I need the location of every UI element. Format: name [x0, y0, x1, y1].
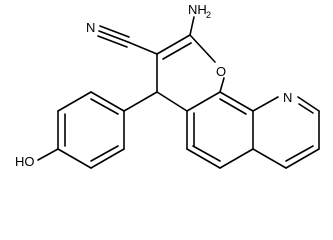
bond-c10a-n1: [252, 96, 279, 112]
bond-ar6-ar1: [90, 91, 125, 112]
bond-c6-c6a: [219, 148, 254, 169]
bond-ar4-oh: [37, 148, 59, 161]
amino-label: NH: [188, 2, 207, 17]
chemical-structure-figure: NH 2 N O N HO: [15, 2, 320, 169]
bond-c2-c3-double: [162, 42, 192, 60]
bond-layer: [37, 16, 320, 169]
hydroxyl-label: HO: [15, 154, 35, 169]
bond-ar5-ar6: [57, 91, 92, 112]
bond-c2-n-amino: [189, 16, 195, 36]
bond-n1-c2p-double: [298, 103, 314, 114]
bond-c4-aryl: [123, 91, 158, 112]
bond-ar2-ar3: [90, 148, 125, 169]
atom-label-layer: NH 2 N O N HO: [15, 2, 292, 169]
molecule-drawing: NH 2 N O N HO: [15, 2, 320, 169]
bond-c4a-c10b: [186, 91, 221, 112]
bond-c4-c4a: [156, 91, 188, 112]
bond-n1-c2p: [297, 96, 320, 112]
bond-c5-c6: [186, 148, 221, 169]
bond-c3-c-nitrile: [127, 41, 158, 55]
bond-c10b-o: [219, 77, 225, 93]
bond-c10a-c10b-double: [219, 98, 247, 115]
bond-c3p-c4p-double: [285, 145, 314, 162]
bond-c10a-c10b: [219, 91, 254, 112]
bond-nitrile-triple-2: [99, 25, 130, 38]
bond-c2-o: [189, 34, 216, 63]
bond-c4p-c6a: [252, 148, 287, 169]
bond-nitrile-triple-3: [97, 35, 128, 48]
nitrile-nitrogen-label: N: [86, 20, 95, 35]
pyridine-nitrogen-label: N: [283, 90, 292, 105]
bond-ar6-ar1-double: [90, 98, 119, 115]
bond-ar3-ar4: [57, 148, 92, 169]
ring-oxygen-label: O: [216, 64, 226, 79]
bond-ar2-ar3-double: [90, 145, 119, 162]
amino-subscript: 2: [206, 10, 211, 20]
bond-c3p-c4p: [285, 148, 320, 169]
bond-c5-c6-double: [192, 145, 221, 162]
bond-c2-c3: [156, 34, 191, 55]
bond-nitrile-triple-1: [98, 30, 129, 43]
